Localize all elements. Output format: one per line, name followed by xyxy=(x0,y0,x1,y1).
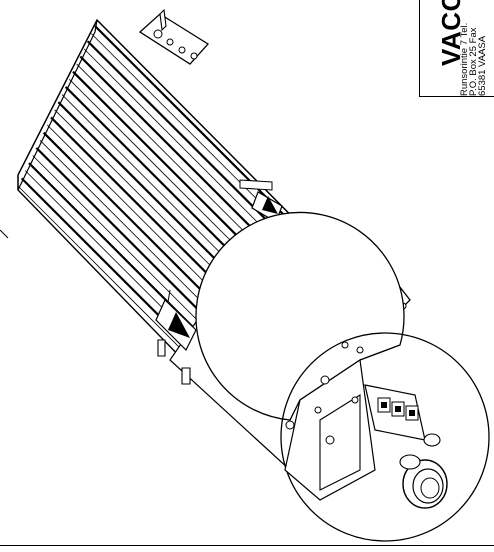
mounting-bracket-top xyxy=(138,8,210,65)
address-line-3: 65381 VAASA xyxy=(477,35,488,96)
warning-label-icon xyxy=(155,289,197,352)
title-block xyxy=(419,0,494,97)
leader-line xyxy=(0,229,9,239)
detail-view xyxy=(195,211,490,542)
bottom-border-line xyxy=(0,545,494,546)
screws xyxy=(285,341,364,445)
warning-label-icon xyxy=(239,179,283,223)
cable-gland-icon xyxy=(399,433,448,509)
terminal-block-icon xyxy=(364,384,426,441)
mounting-foot-left xyxy=(157,339,191,385)
